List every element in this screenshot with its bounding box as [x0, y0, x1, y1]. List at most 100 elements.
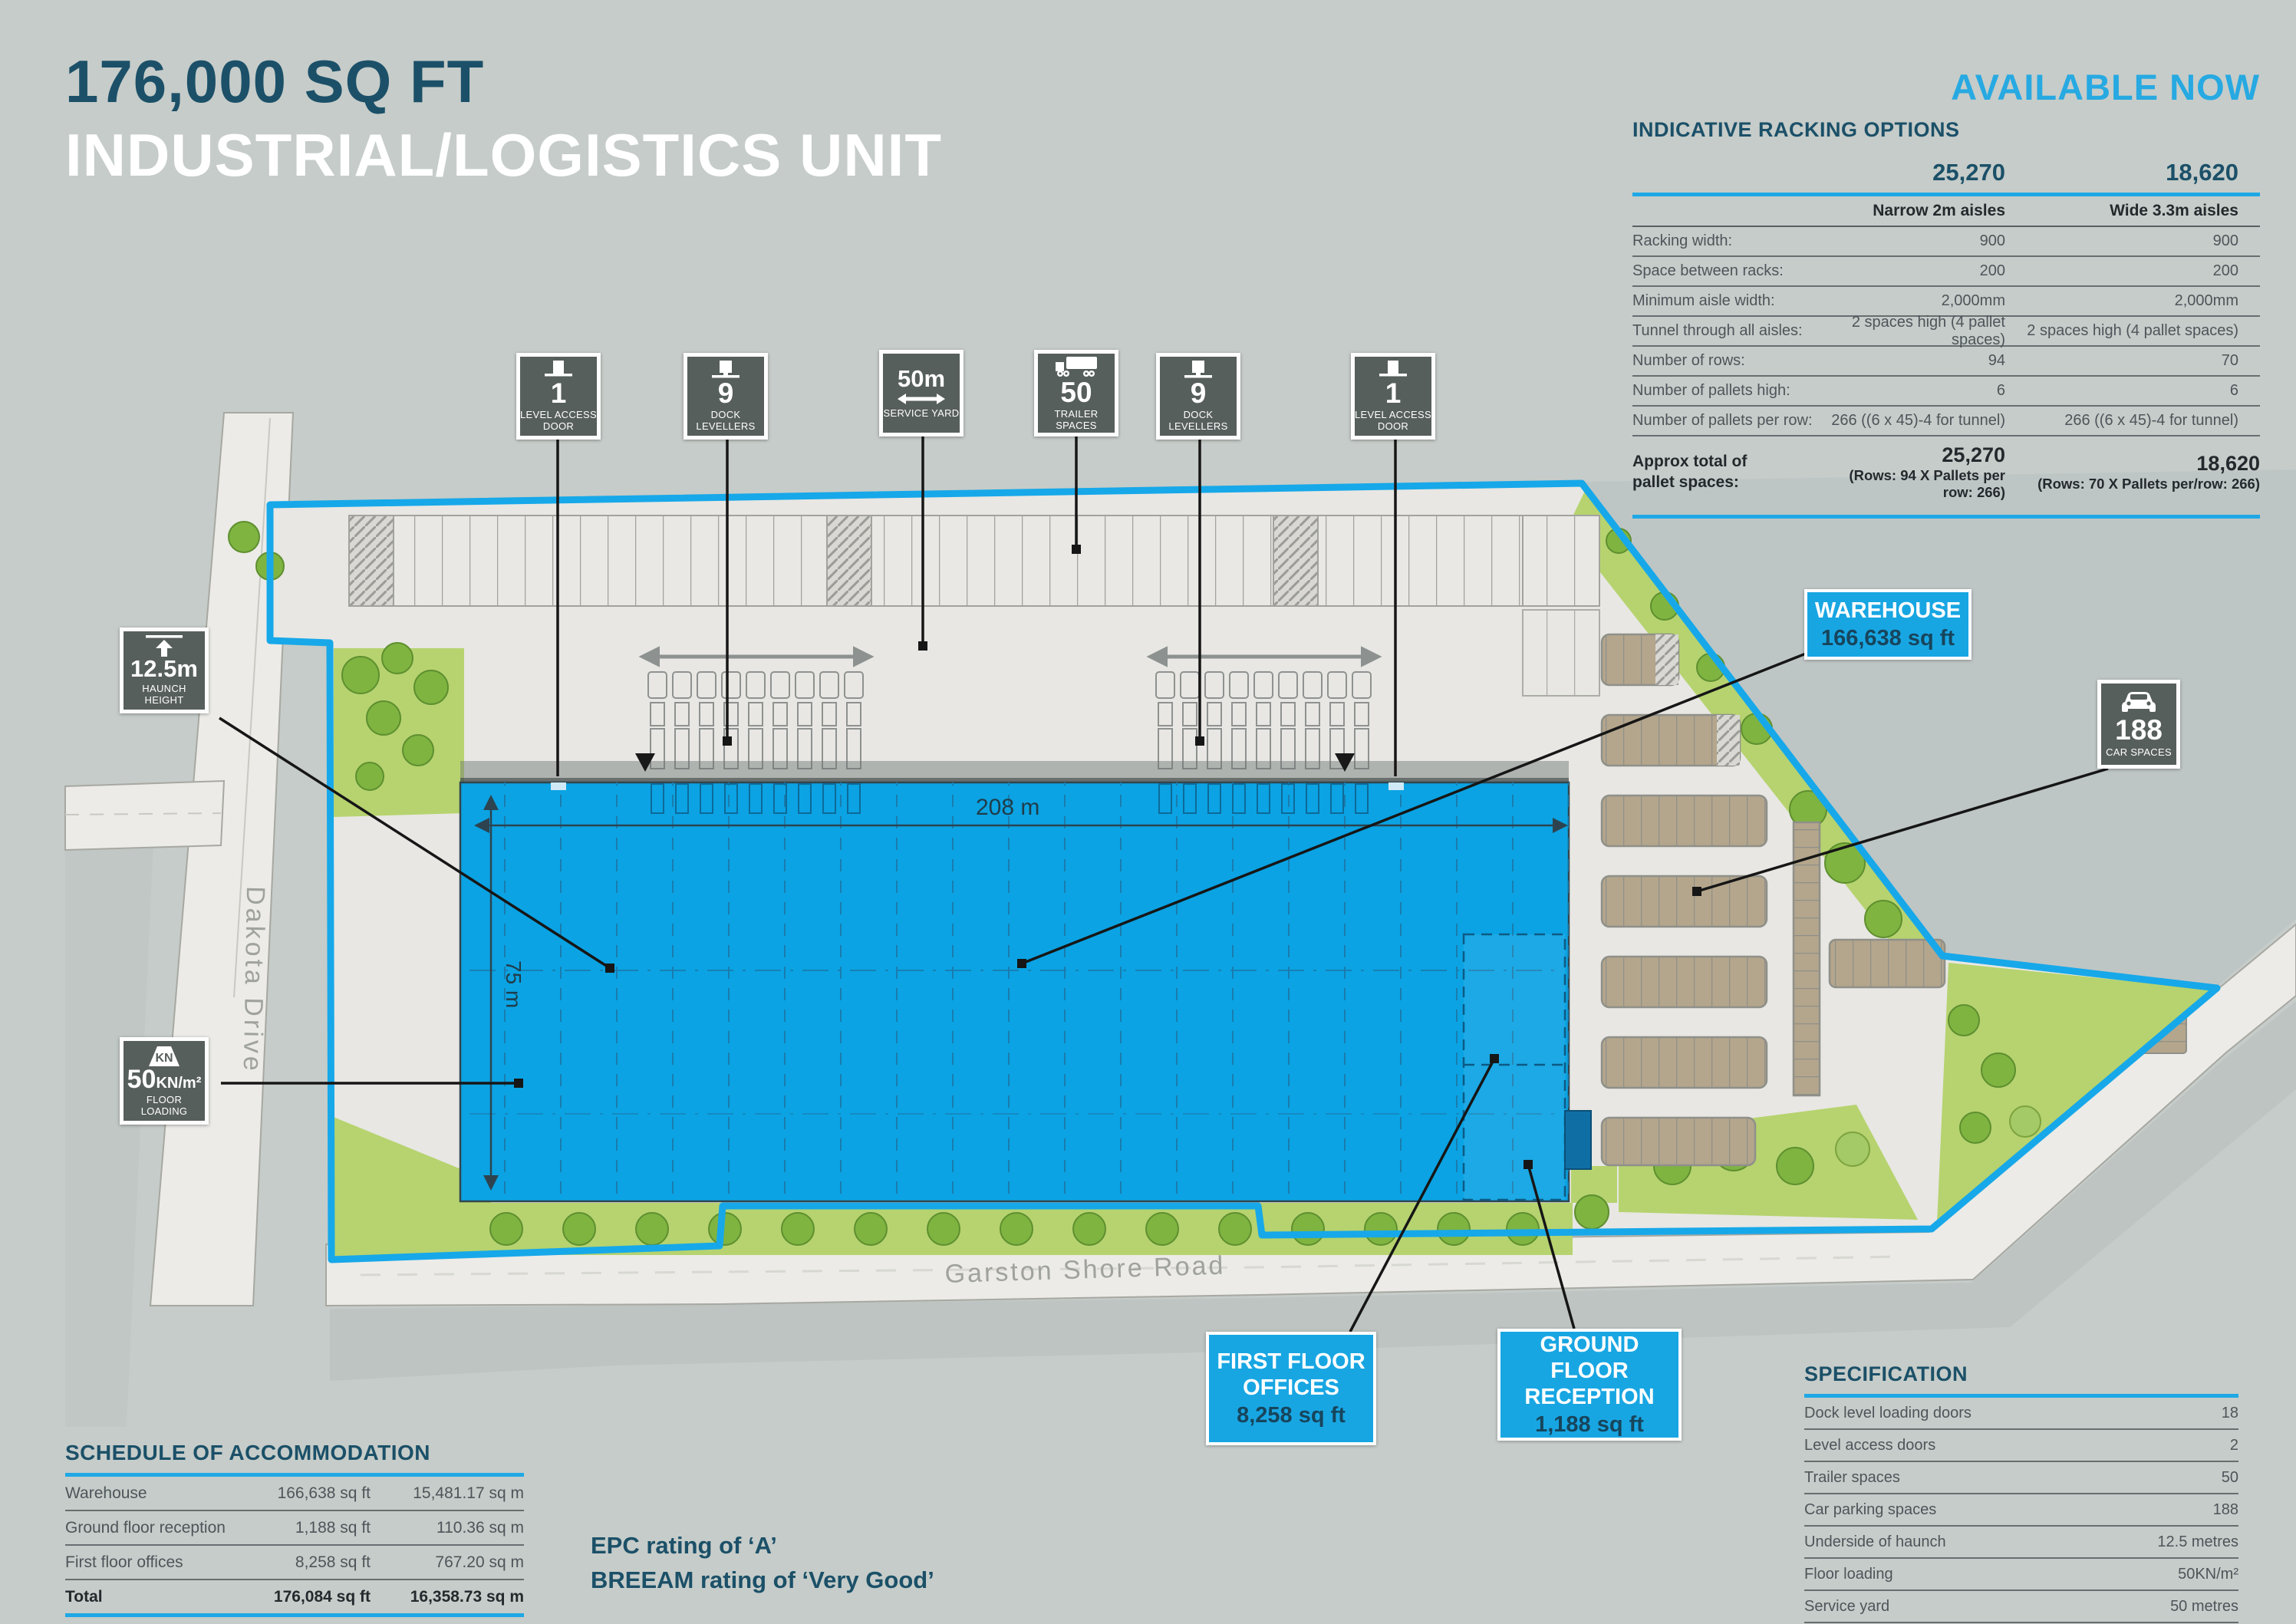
divider: [1632, 193, 2260, 196]
offices-outline: [1462, 933, 1566, 1201]
badge-label: SERVICE YARD: [883, 407, 960, 419]
table-row: Number of pallets per row: 266 ((6 x 45)…: [1632, 407, 2260, 436]
door-icon: [545, 360, 572, 377]
total-wide-value: 18,620: [2196, 452, 2260, 475]
dock-area: [460, 646, 1569, 782]
badge-label: HAUNCH HEIGHT: [142, 683, 186, 706]
badge-level-access-door-left: 1 LEVEL ACCESS DOOR: [516, 353, 601, 440]
row-value: 12.5 metres: [2157, 1533, 2238, 1550]
row-value: 50: [2221, 1468, 2238, 1486]
door-icon: [1184, 360, 1212, 378]
table-row: Minimum aisle width: 2,000mm 2,000mm: [1632, 287, 2260, 317]
divider: [1804, 1394, 2238, 1398]
row-label: Number of rows:: [1632, 352, 1745, 369]
row-label: Space between racks:: [1632, 262, 1784, 279]
leader-endpoints: [514, 545, 1701, 1169]
row-label: Floor loading: [1804, 1565, 1893, 1583]
total-label: Approx total of: [1632, 452, 1748, 470]
row-sqft: 1,188 sq ft: [295, 1518, 371, 1537]
row-value-narrow: 94: [1988, 352, 2005, 369]
row-sqft: 8,258 sq ft: [295, 1553, 371, 1571]
row-value: 18: [2221, 1404, 2238, 1421]
row-value-wide: 900: [2212, 232, 2238, 249]
row-value-narrow: 2,000mm: [1941, 292, 2005, 309]
landscaping: [228, 491, 2213, 1260]
racking-totals-header: 25,270 18,620: [1632, 153, 2260, 186]
dock-doors: [651, 783, 1369, 814]
total-narrow-note: (Rows: 94 X Pallets per row: 266): [1849, 467, 2005, 501]
row-label: Level access doors: [1804, 1436, 1936, 1454]
badge-dock-levellers-left: 9 DOCK LEVELLERS: [684, 353, 768, 440]
table-row: Warehouse 166,638 sq ft 15,481.17 sq m: [65, 1477, 524, 1511]
row-label: Warehouse: [65, 1484, 147, 1502]
table-row: First floor offices 8,258 sq ft 767.20 s…: [65, 1546, 524, 1580]
row-value-narrow: 2 spaces high (4 pallet spaces): [1851, 313, 2005, 348]
car-parking: [1600, 633, 1946, 1167]
table-row: Tunnel through all aisles: 2 spaces high…: [1632, 313, 2260, 348]
badge-value: 1: [1385, 377, 1402, 409]
racking-wide-header: Wide 3.3m aisles: [2110, 202, 2238, 219]
leader-lines: [219, 436, 2109, 1332]
epc-rating: EPC rating of ‘A’: [591, 1532, 777, 1559]
label-line: GROUND FLOOR: [1540, 1332, 1639, 1383]
table-row: Service yard 50 metres: [1804, 1591, 2238, 1623]
badge-label: LEVEL ACCESS DOOR: [1355, 409, 1431, 432]
breeam-rating: BREEAM rating of ‘Very Good’: [591, 1566, 934, 1593]
kn-icon-text: KN: [155, 1052, 173, 1065]
row-label: Number of pallets high:: [1632, 382, 1790, 399]
door-icon: [1379, 360, 1407, 377]
badge-value: 9: [1190, 377, 1207, 409]
first-floor-offices-label: FIRST FLOOR OFFICES 8,258 sq ft: [1206, 1332, 1376, 1445]
row-value-wide: 6: [2229, 382, 2238, 399]
total-label: Total: [65, 1587, 103, 1606]
divider: [65, 1613, 524, 1617]
badge-value: 50: [1060, 376, 1092, 408]
row-label: First floor offices: [65, 1553, 183, 1571]
total-label: pallet spaces:: [1632, 473, 1739, 492]
row-value-wide: 266 ((6 x 45)-4 for tunnel): [2064, 412, 2238, 429]
table-row: Ground floor reception 1,188 sq ft 110.3…: [65, 1511, 524, 1546]
warehouse-label: WAREHOUSE 166,638 sq ft: [1804, 589, 1972, 660]
row-label: Underside of haunch: [1804, 1533, 1946, 1550]
row-label: Ground floor reception: [65, 1518, 226, 1537]
badge-dock-levellers-right: 9 DOCK LEVELLERS: [1156, 353, 1240, 440]
dim-length-label: 208 m: [976, 795, 1039, 820]
divider: [1632, 515, 2260, 519]
row-value: 188: [2212, 1500, 2238, 1518]
racking-narrow-total-header: 25,270: [1932, 159, 2005, 186]
site-boundary: [266, 479, 2221, 1263]
badge-service-yard: 50m SERVICE YARD: [879, 350, 964, 436]
row-value-wide: 2 spaces high (4 pallet spaces): [2027, 322, 2238, 339]
schedule-title: SCHEDULE OF ACCOMMODATION: [65, 1441, 431, 1464]
badge-label: FLOOR LOADING: [140, 1094, 188, 1117]
table-row: Trailer spaces 50: [1804, 1462, 2238, 1494]
racking-options-table: INDICATIVE RACKING OPTIONS 25,270 18,620…: [1632, 118, 2260, 519]
row-sqm: 110.36 sq m: [436, 1518, 524, 1537]
total-sqft: 176,084 sq ft: [273, 1587, 371, 1606]
row-value-wide: 2,000mm: [2174, 292, 2238, 309]
badge-value: 1: [550, 377, 567, 409]
specification-table: SPECIFICATION Dock level loading doors 1…: [1804, 1362, 2238, 1623]
badge-car-spaces: 188 CAR SPACES: [2097, 680, 2180, 769]
page-title: 176,000 SQ FT INDUSTRIAL/LOGISTICS UNIT: [65, 44, 942, 192]
table-row: Racking width: 900 900: [1632, 227, 2260, 257]
label-line: FIRST FLOOR: [1217, 1349, 1365, 1374]
badge-value: 188: [2115, 714, 2163, 746]
row-value-wide: 200: [2212, 262, 2238, 279]
specification-title: SPECIFICATION: [1804, 1362, 1968, 1385]
row-label: Trailer spaces: [1804, 1468, 1900, 1486]
row-label: Car parking spaces: [1804, 1500, 1937, 1518]
badge-value: 9: [717, 377, 734, 409]
row-sqm: 767.20 sq m: [435, 1553, 524, 1571]
double-arrow-icon: [898, 394, 945, 404]
row-sqm: 15,481.17 sq m: [413, 1484, 524, 1502]
road-label-dakota: Dakota Drive: [238, 886, 270, 1074]
racking-title: INDICATIVE RACKING OPTIONS: [1632, 118, 1960, 141]
warehouse-building: 208 m 75 m: [459, 781, 1592, 1203]
row-label: Number of pallets per row:: [1632, 412, 1813, 429]
warehouse-title: WAREHOUSE: [1814, 598, 1962, 623]
table-row: Space between racks: 200 200: [1632, 257, 2260, 287]
table-row: Dock level loading doors 18: [1804, 1398, 2238, 1430]
total-sqm: 16,358.73 sq m: [410, 1587, 524, 1606]
reception-block: [1564, 1110, 1592, 1170]
